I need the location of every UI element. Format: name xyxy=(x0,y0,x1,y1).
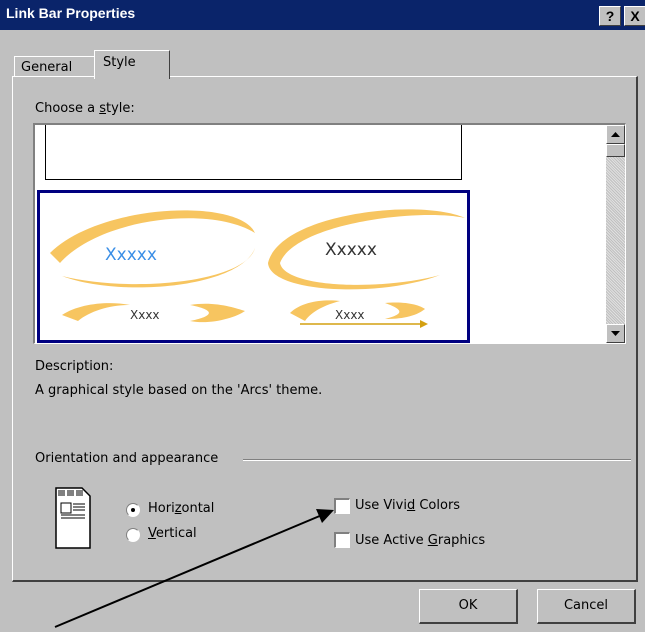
vertical-radio[interactable] xyxy=(126,528,140,542)
crescent-small-right-b xyxy=(385,302,425,319)
crescent-small-left-b xyxy=(190,303,245,323)
crescent-small-left-a xyxy=(62,303,130,321)
preview-link-3: Xxxx xyxy=(130,308,160,322)
arrow-up-icon xyxy=(611,132,620,137)
ok-button[interactable]: OK xyxy=(419,589,518,624)
arrow-head-icon xyxy=(420,320,428,328)
scroll-up-button[interactable] xyxy=(606,125,625,144)
arcs-preview: Xxxxx Xxxxx Xxxx Xxxx xyxy=(50,209,465,328)
use-vivid-colors-label: Use Vivid Colors xyxy=(355,498,461,513)
style-item-arcs-selected[interactable]: Xxxxx Xxxxx Xxxx Xxxx xyxy=(37,190,470,343)
tab-general-label: General xyxy=(21,60,73,75)
arc-shapes xyxy=(50,209,465,323)
tab-style[interactable]: Style xyxy=(94,50,170,79)
preview-link-1: Xxxxx xyxy=(105,245,157,265)
close-button[interactable]: X xyxy=(624,6,645,26)
orientation-group-label: Orientation and appearance xyxy=(35,451,219,466)
radio-selected-dot xyxy=(131,508,135,512)
arc-bottom-left xyxy=(62,248,255,288)
preview-link-4: Xxxx xyxy=(335,308,365,322)
choose-style-label: Choose a style: xyxy=(35,101,135,116)
group-divider xyxy=(243,459,631,461)
arc-top-left xyxy=(50,210,255,263)
cancel-button[interactable]: Cancel xyxy=(537,589,636,624)
description-label: Description: xyxy=(35,359,114,374)
arrow-down-icon xyxy=(611,331,620,336)
horizontal-label: Horizontal xyxy=(148,501,215,516)
tab-style-label: Style xyxy=(103,55,136,70)
description-text: A graphical style based on the 'Arcs' th… xyxy=(35,383,323,398)
arc-right xyxy=(268,209,465,290)
preview-link-2: Xxxxx xyxy=(325,240,377,260)
window-title: Link Bar Properties xyxy=(6,5,136,21)
tab-general[interactable]: General xyxy=(14,56,98,79)
use-active-graphics-checkbox[interactable] xyxy=(334,532,350,548)
crescent-small-right-a xyxy=(290,300,340,321)
help-button[interactable]: ? xyxy=(599,6,621,26)
vertical-label: Vertical xyxy=(148,526,197,541)
title-bar[interactable]: Link Bar Properties ? X xyxy=(0,0,645,30)
scroll-thumb[interactable] xyxy=(606,144,625,157)
horizontal-layout-icon xyxy=(55,487,91,549)
style-tab-panel: Choose a style: xyxy=(12,76,638,582)
horizontal-radio[interactable] xyxy=(126,503,140,517)
style-item-previous[interactable] xyxy=(45,125,462,180)
use-vivid-colors-checkbox[interactable] xyxy=(334,498,350,514)
scroll-down-button[interactable] xyxy=(606,324,625,343)
style-list-scrollbar[interactable] xyxy=(606,125,625,343)
use-active-graphics-label: Use Active Graphics xyxy=(355,533,486,548)
style-list[interactable]: Xxxxx Xxxxx Xxxx Xxxx xyxy=(33,123,626,344)
